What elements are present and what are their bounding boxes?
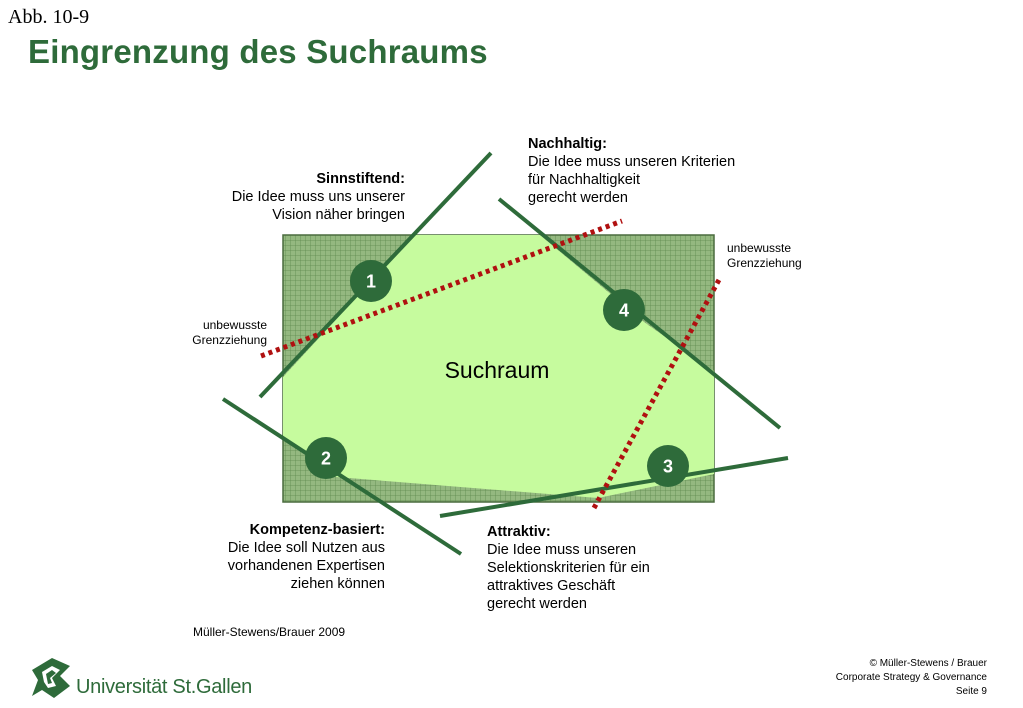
source-citation: Müller-Stewens/Brauer 2009 xyxy=(193,625,346,639)
criterion-3-text: Attraktiv: Die Idee muss unseren Selekti… xyxy=(487,523,650,613)
boundary-label-line: unbewusste xyxy=(727,241,792,255)
university-logo-icon xyxy=(32,658,70,698)
criterion-3-line: attraktives Geschäft xyxy=(487,578,616,594)
criterion-1-line: Vision näher bringen xyxy=(272,207,405,223)
criterion-3-line: gerecht werden xyxy=(487,596,587,612)
node-1: 1 xyxy=(350,260,392,302)
footer-page: Seite 9 xyxy=(955,686,987,697)
criterion-2-line: Die Idee soll Nutzen aus xyxy=(227,540,385,556)
boundary-label-line: Grenzziehung xyxy=(192,333,267,347)
boundary-line-2 xyxy=(221,397,463,556)
criterion-4-line: gerecht werden xyxy=(528,190,628,206)
criterion-1-text: Sinnstiftend: Die Idee muss uns unserer … xyxy=(232,170,405,224)
criterion-3-heading: Attraktiv: xyxy=(487,524,551,540)
unconscious-boundary-left-label: unbewusste Grenzziehung xyxy=(192,318,267,348)
boundary-label-line: Grenzziehung xyxy=(727,256,802,270)
unconscious-boundary-right-label: unbewusste Grenzziehung xyxy=(727,241,802,271)
footer: © Müller-Stewens / Brauer Corporate Stra… xyxy=(836,657,987,699)
university-name: Universität St.Gallen xyxy=(76,676,252,698)
criterion-2-line: ziehen können xyxy=(290,576,385,592)
node-4: 4 xyxy=(603,289,645,331)
node-1-label: 1 xyxy=(366,272,376,292)
footer-copyright: © Müller-Stewens / Brauer xyxy=(869,658,987,669)
center-label: Suchraum xyxy=(445,357,550,383)
boundary-label-line: unbewusste xyxy=(202,318,267,332)
node-3-label: 3 xyxy=(663,457,673,477)
node-2: 2 xyxy=(305,437,347,479)
criterion-2-line: vorhandenen Expertisen xyxy=(227,558,385,574)
criterion-4-heading: Nachhaltig: xyxy=(528,136,607,152)
footer-course: Corporate Strategy & Governance xyxy=(835,672,987,683)
criterion-1-line: Die Idee muss uns unserer xyxy=(231,189,405,205)
criterion-4-line: für Nachhaltigkeit xyxy=(528,172,641,188)
boundary-line-3 xyxy=(439,456,789,518)
node-4-label: 4 xyxy=(619,301,629,321)
unconscious-boundary-right xyxy=(591,276,723,510)
node-3: 3 xyxy=(647,445,689,487)
criterion-2-heading: Kompetenz-basiert: xyxy=(249,522,385,538)
criterion-3-line: Die Idee muss unseren xyxy=(487,542,637,558)
criterion-4-line: Die Idee muss unseren Kriterien xyxy=(528,154,736,170)
figure-label: Abb. 10-9 xyxy=(8,6,90,28)
criterion-3-line: Selektionskriterien für ein xyxy=(487,560,650,576)
page-title: Eingrenzung des Suchraums xyxy=(28,33,488,70)
criterion-2-text: Kompetenz-basiert: Die Idee soll Nutzen … xyxy=(228,521,385,593)
unconscious-boundary-left xyxy=(260,218,623,359)
criterion-4-text: Nachhaltig: Die Idee muss unseren Kriter… xyxy=(528,135,735,207)
node-2-label: 2 xyxy=(321,449,331,469)
criterion-1-heading: Sinnstiftend: xyxy=(316,171,405,187)
